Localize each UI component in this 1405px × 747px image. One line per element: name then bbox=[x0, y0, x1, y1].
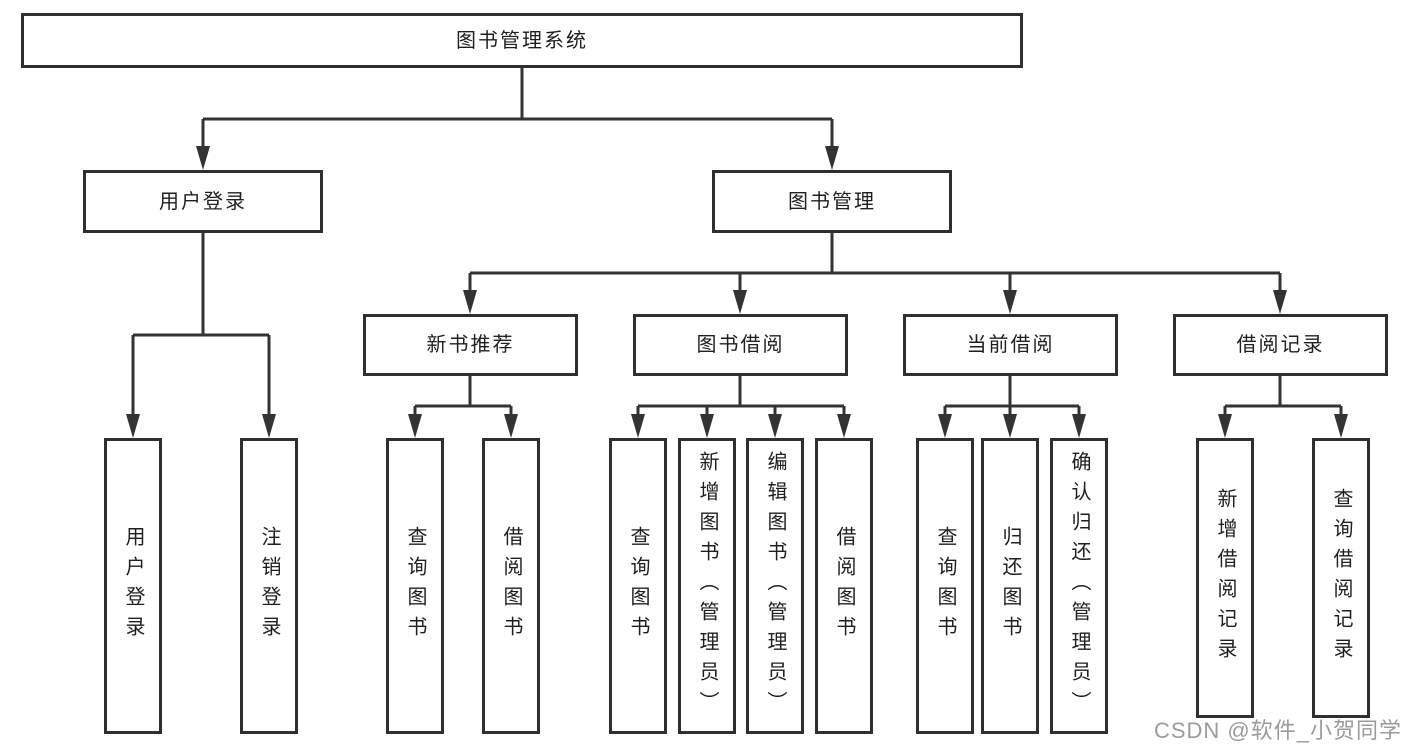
node-user-login: 用户登录 bbox=[83, 170, 323, 233]
node-label: 图书管理 bbox=[788, 190, 876, 213]
leaf-query-books: 查询图书 bbox=[386, 438, 444, 734]
leaf-label: 借阅图书 bbox=[500, 526, 522, 646]
leaf-label: 确认归还（管理员） bbox=[1068, 451, 1090, 721]
leaf-label: 借阅图书 bbox=[833, 526, 855, 646]
leaf-label: 用户登录 bbox=[122, 526, 144, 646]
node-label: 当前借阅 bbox=[966, 334, 1055, 356]
node-borrowing-records: 借阅记录 bbox=[1173, 314, 1388, 376]
leaf-query-books: 查询图书 bbox=[609, 438, 667, 734]
leaf-logout: 注销登录 bbox=[240, 438, 298, 734]
node-book-management: 图书管理 bbox=[712, 170, 952, 233]
leaf-label: 查询图书 bbox=[404, 526, 426, 646]
node-book-borrowing: 图书借阅 bbox=[633, 314, 848, 376]
node-new-book-recommend: 新书推荐 bbox=[363, 314, 578, 376]
leaf-label: 归还图书 bbox=[999, 526, 1021, 646]
leaf-label: 新增图书（管理员） bbox=[696, 451, 718, 721]
leaf-label: 编辑图书（管理员） bbox=[764, 451, 786, 721]
leaf-label: 注销登录 bbox=[258, 526, 280, 646]
node-label: 图书借阅 bbox=[696, 334, 785, 356]
leaf-borrow-books: 借阅图书 bbox=[482, 438, 540, 734]
leaf-confirm-return-admin: 确认归还（管理员） bbox=[1050, 438, 1108, 734]
leaf-add-borrow-record: 新增借阅记录 bbox=[1196, 438, 1254, 718]
leaf-borrow-books: 借阅图书 bbox=[815, 438, 873, 734]
leaf-return-books: 归还图书 bbox=[981, 438, 1039, 734]
leaf-query-books: 查询图书 bbox=[916, 438, 974, 734]
csdn-watermark: CSDN @软件_小贺同学 bbox=[1153, 718, 1402, 743]
node-label: 图书管理系统 bbox=[456, 29, 588, 52]
leaf-label: 查询借阅记录 bbox=[1330, 488, 1352, 668]
node-label: 新书推荐 bbox=[426, 334, 515, 356]
leaf-user-login: 用户登录 bbox=[104, 438, 162, 734]
leaf-label: 查询图书 bbox=[934, 526, 956, 646]
leaf-add-books-admin: 新增图书（管理员） bbox=[678, 438, 736, 734]
node-label: 借阅记录 bbox=[1236, 334, 1325, 356]
leaf-label: 查询图书 bbox=[627, 526, 649, 646]
leaf-label: 新增借阅记录 bbox=[1214, 488, 1236, 668]
leaf-query-borrow-record: 查询借阅记录 bbox=[1312, 438, 1370, 718]
node-current-borrowing: 当前借阅 bbox=[903, 314, 1118, 376]
leaf-edit-books-admin: 编辑图书（管理员） bbox=[746, 438, 804, 734]
node-label: 用户登录 bbox=[159, 190, 247, 213]
node-library-management-system: 图书管理系统 bbox=[21, 13, 1023, 68]
